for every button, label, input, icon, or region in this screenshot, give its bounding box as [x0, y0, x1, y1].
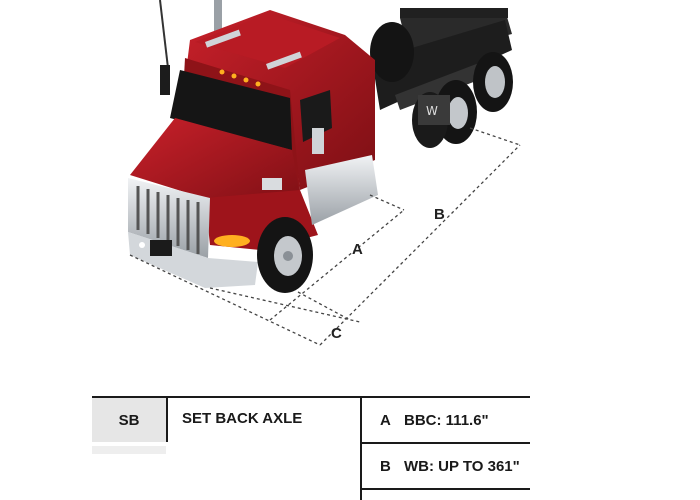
- svg-text:W: W: [426, 104, 438, 118]
- column-divider-2: [360, 398, 362, 500]
- config-code: SB: [118, 411, 140, 429]
- front-wheel: [257, 217, 313, 293]
- table-top-rule: [92, 396, 530, 398]
- rear-wheels: W: [370, 22, 513, 148]
- row-a-value: BBC: 111.6": [404, 412, 489, 429]
- config-code-shadow: [92, 446, 166, 454]
- config-name: SET BACK AXLE: [182, 410, 303, 427]
- row-b-key: B: [380, 458, 391, 475]
- table-row-divider: [362, 442, 530, 444]
- truck-cab: [130, 10, 378, 250]
- dimension-label-c: C: [331, 325, 342, 342]
- truck-illustration: W: [128, 0, 521, 346]
- config-code-cell: SB: [92, 398, 166, 442]
- row-b-value: WB: UP TO 361": [404, 458, 520, 475]
- dimension-label-a: A: [352, 241, 363, 258]
- dimension-label-b: B: [434, 206, 445, 223]
- grille-and-bumper: [128, 178, 258, 288]
- table-bottom-rule: [362, 488, 530, 490]
- row-a-key: A: [380, 412, 391, 429]
- dimension-lines: [129, 127, 521, 346]
- antenna: [159, 0, 169, 69]
- column-divider-1: [166, 398, 168, 442]
- exhaust-stack: [214, 0, 222, 36]
